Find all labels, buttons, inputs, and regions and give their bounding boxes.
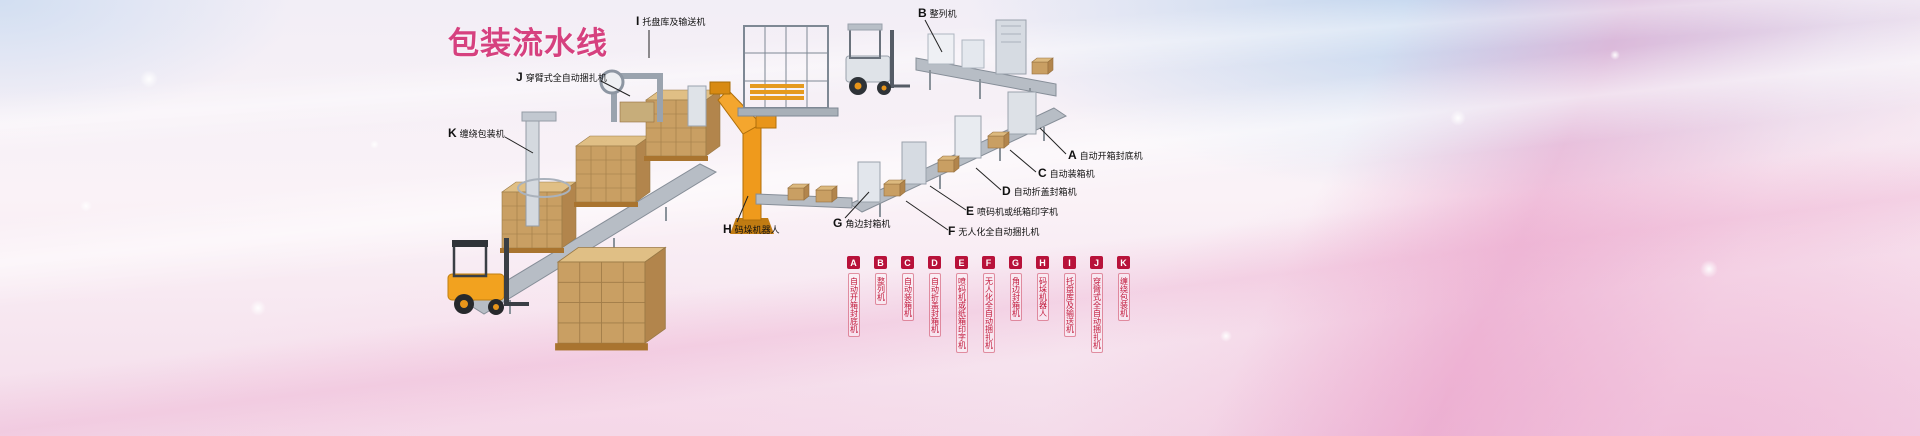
callout-letter: B bbox=[918, 6, 927, 20]
aligning-machine-area bbox=[915, 19, 1057, 108]
callout-label: 整列机 bbox=[929, 9, 957, 19]
legend-letter-badge: I bbox=[1063, 256, 1076, 269]
carton-line-machines bbox=[848, 91, 1068, 217]
callout-wrapping-machine: K 缠绕包装机 bbox=[448, 126, 505, 140]
legend: A 自动开箱封底机 B 整列机 C 自动装箱机 D 自动折盖封箱机 E 喷码机或… bbox=[840, 256, 1137, 353]
legend-letter-badge: F bbox=[982, 256, 995, 269]
callout-case-packer: C 自动装箱机 bbox=[1038, 166, 1095, 180]
wrapping-machine bbox=[517, 111, 571, 227]
callout-case-opener: A 自动开箱封底机 bbox=[1068, 148, 1143, 162]
forklift-left bbox=[447, 238, 529, 315]
callout-letter: H bbox=[723, 222, 732, 236]
legend-item-g: G 角边封箱机 bbox=[1002, 256, 1029, 353]
legend-letter-badge: J bbox=[1090, 256, 1103, 269]
legend-label: 喷码机或纸箱印字机 bbox=[955, 273, 968, 353]
callout-letter: C bbox=[1038, 166, 1047, 180]
legend-label: 穿臂式全自动捆扎机 bbox=[1090, 273, 1103, 353]
connector-conveyor bbox=[755, 183, 853, 209]
legend-label: 整列机 bbox=[874, 273, 887, 305]
legend-letter-badge: A bbox=[847, 256, 860, 269]
callout-label: 托盘库及输送机 bbox=[642, 17, 706, 27]
legend-label: 托盘库及输送机 bbox=[1063, 273, 1076, 337]
legend-item-a: A 自动开箱封底机 bbox=[840, 256, 867, 353]
legend-letter-badge: E bbox=[955, 256, 968, 269]
legend-item-b: B 整列机 bbox=[867, 256, 894, 353]
callout-letter: F bbox=[948, 224, 956, 238]
callout-letter: K bbox=[448, 126, 457, 140]
legend-label: 自动开箱封底机 bbox=[847, 273, 860, 337]
callout-tray-warehouse: I 托盘库及输送机 bbox=[636, 14, 705, 28]
callout-letter: G bbox=[833, 216, 843, 230]
callout-label: 自动装箱机 bbox=[1049, 169, 1095, 179]
callout-label: 角边封箱机 bbox=[845, 219, 891, 229]
legend-letter-badge: K bbox=[1117, 256, 1130, 269]
legend-item-f: F 无人化全自动捆扎机 bbox=[975, 256, 1002, 353]
banner-title: 包装流水线 bbox=[448, 26, 608, 61]
callout-label: 自动折盖封箱机 bbox=[1013, 187, 1077, 197]
callout-label: 穿臂式全自动捆扎机 bbox=[525, 73, 607, 83]
legend-letter-badge: H bbox=[1036, 256, 1049, 269]
legend-label: 缠绕包装机 bbox=[1117, 273, 1130, 321]
callout-label: 自动开箱封底机 bbox=[1079, 151, 1143, 161]
callout-label: 无人化全自动捆扎机 bbox=[958, 227, 1040, 237]
callout-auto-strapping-machine: F 无人化全自动捆扎机 bbox=[948, 224, 1039, 238]
callout-label: 码垛机器人 bbox=[734, 225, 780, 235]
legend-label: 角边封箱机 bbox=[1009, 273, 1022, 321]
legend-item-c: C 自动装箱机 bbox=[894, 256, 921, 353]
callout-letter: D bbox=[1002, 184, 1011, 198]
legend-letter-badge: C bbox=[901, 256, 914, 269]
strapping-machine bbox=[599, 69, 707, 127]
callout-letter: A bbox=[1068, 148, 1077, 162]
callout-arm-strapping-machine: J 穿臂式全自动捆扎机 bbox=[516, 70, 607, 84]
callout-letter: I bbox=[636, 14, 640, 28]
callout-aligning-machine: B 整列机 bbox=[918, 6, 957, 20]
legend-item-h: H 码垛机器人 bbox=[1029, 256, 1056, 353]
callout-letter: E bbox=[966, 204, 975, 218]
legend-item-j: J 穿臂式全自动捆扎机 bbox=[1083, 256, 1110, 353]
callout-leader-lines bbox=[504, 19, 1067, 231]
callout-edge-sealer: G 角边封箱机 bbox=[833, 216, 890, 230]
legend-item-i: I 托盘库及输送机 bbox=[1056, 256, 1083, 353]
callout-letter: J bbox=[516, 70, 523, 84]
legend-letter-badge: D bbox=[928, 256, 941, 269]
legend-label: 自动折盖封箱机 bbox=[928, 273, 941, 337]
legend-item-e: E 喷码机或纸箱印字机 bbox=[948, 256, 975, 353]
forklift-top bbox=[845, 23, 910, 95]
callout-label: 喷码机或纸箱印字机 bbox=[977, 207, 1059, 217]
callout-label: 缠绕包装机 bbox=[459, 129, 505, 139]
legend-label: 自动装箱机 bbox=[901, 273, 914, 321]
legend-label: 无人化全自动捆扎机 bbox=[982, 273, 995, 353]
legend-item-k: K 缠绕包装机 bbox=[1110, 256, 1137, 353]
tray-warehouse bbox=[737, 25, 839, 117]
legend-label: 码垛机器人 bbox=[1036, 273, 1049, 321]
callout-case-sealer: D 自动折盖封箱机 bbox=[1002, 184, 1077, 198]
legend-letter-badge: B bbox=[874, 256, 887, 269]
legend-letter-badge: G bbox=[1009, 256, 1022, 269]
legend-item-d: D 自动折盖封箱机 bbox=[921, 256, 948, 353]
callout-inkjet-printer: E 喷码机或纸箱印字机 bbox=[966, 204, 1058, 218]
callout-palletizing-robot: H 码垛机器人 bbox=[723, 222, 780, 236]
